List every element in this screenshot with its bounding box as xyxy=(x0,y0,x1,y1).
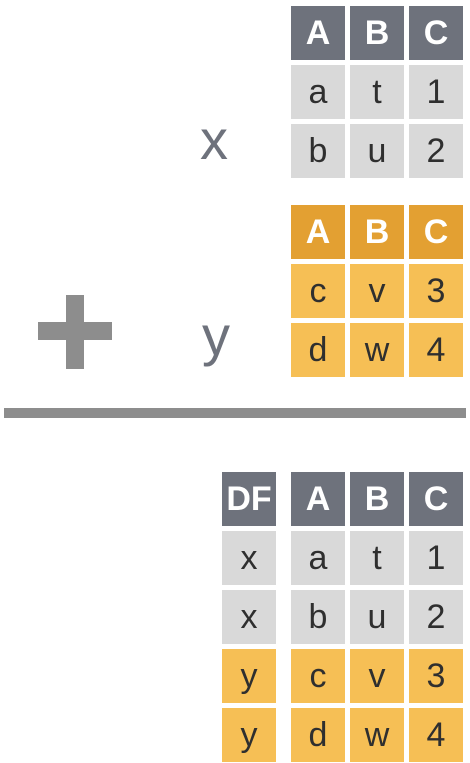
result-cell: b xyxy=(291,590,345,644)
x-header-a: A xyxy=(291,6,345,60)
result-cell: v xyxy=(350,649,404,703)
result-cell: 2 xyxy=(409,590,463,644)
sum-divider xyxy=(4,408,466,418)
x-cell: t xyxy=(350,65,404,119)
result-cell: y xyxy=(222,649,276,703)
result-cell: a xyxy=(291,531,345,585)
y-cell: w xyxy=(350,323,404,377)
y-cell: 4 xyxy=(409,323,463,377)
y-cell: d xyxy=(291,323,345,377)
y-header-a: A xyxy=(291,205,345,259)
result-cell: c xyxy=(291,649,345,703)
result-header-df: DF xyxy=(222,472,276,526)
result-cell: x xyxy=(222,590,276,644)
x-cell: b xyxy=(291,124,345,178)
x-cell: 2 xyxy=(409,124,463,178)
result-cell: 4 xyxy=(409,708,463,762)
x-label: x xyxy=(200,108,228,171)
result-cell: x xyxy=(222,531,276,585)
y-cell: c xyxy=(291,264,345,318)
y-header-b: B xyxy=(350,205,404,259)
result-cell: 1 xyxy=(409,531,463,585)
result-cell: d xyxy=(291,708,345,762)
result-header-c: C xyxy=(409,472,463,526)
y-cell: v xyxy=(350,264,404,318)
result-header-a: A xyxy=(291,472,345,526)
y-header-c: C xyxy=(409,205,463,259)
x-header-c: C xyxy=(409,6,463,60)
result-cell: u xyxy=(350,590,404,644)
x-cell: 1 xyxy=(409,65,463,119)
y-cell: 3 xyxy=(409,264,463,318)
x-cell: a xyxy=(291,65,345,119)
result-cell: w xyxy=(350,708,404,762)
result-header-b: B xyxy=(350,472,404,526)
y-label: y xyxy=(202,304,230,367)
x-cell: u xyxy=(350,124,404,178)
x-header-b: B xyxy=(350,6,404,60)
result-cell: t xyxy=(350,531,404,585)
result-cell: y xyxy=(222,708,276,762)
result-cell: 3 xyxy=(409,649,463,703)
